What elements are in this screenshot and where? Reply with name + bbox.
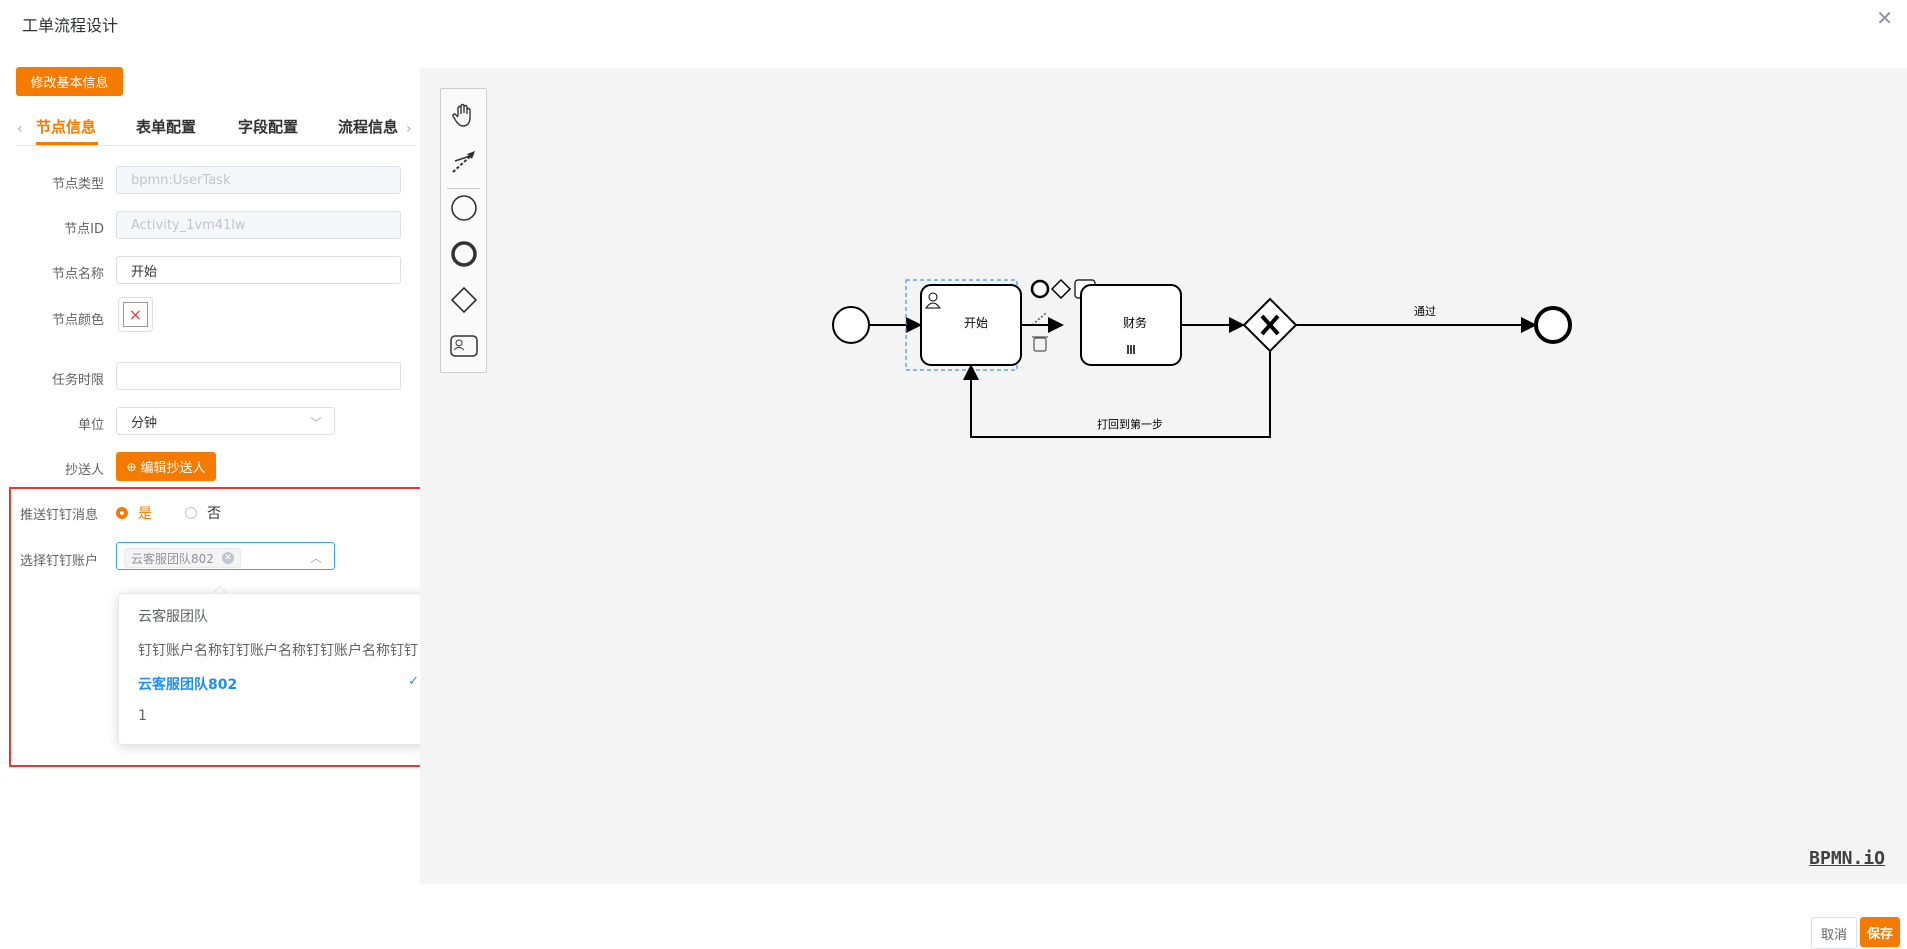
user-task-tool-icon[interactable]: [449, 331, 479, 361]
user-icon: [925, 292, 941, 309]
gateway-x-icon: [1260, 314, 1280, 336]
dropdown-option[interactable]: 1: [138, 708, 147, 724]
node-type-label: 节点类型: [51, 177, 104, 192]
chevron-down-icon: ﹀: [309, 416, 322, 430]
tab-bar: ‹ 节点信息 表单配置 字段配置 流程信息 ›: [16, 112, 416, 146]
time-limit-label: 任务时限: [51, 373, 104, 388]
multi-instance-icon: [1127, 345, 1135, 354]
chevron-up-icon: ︿: [309, 551, 322, 565]
tab-prev-icon[interactable]: ‹: [17, 121, 23, 137]
save-button[interactable]: 保存: [1860, 917, 1900, 947]
bpmn-diagram: [832, 278, 1572, 438]
dropdown-option-selected[interactable]: 云客服团队802: [138, 677, 238, 693]
gateway-tool-icon[interactable]: [449, 285, 479, 315]
push-no-label: 否: [207, 506, 221, 522]
dialog-title: 工单流程设计: [22, 16, 119, 35]
account-dropdown: 云客服团队 钉钉账户名称钉钉账户名称钉钉账户名称钉钉 云客服团队802 ✓ 1: [118, 593, 440, 745]
node-id-field: Activity_1vm41lw: [116, 211, 401, 239]
unit-select[interactable]: 分钟 ﹀: [116, 407, 335, 435]
start-event[interactable]: [832, 306, 870, 344]
trash-icon[interactable]: [1032, 336, 1048, 352]
check-icon: ✓: [408, 674, 419, 689]
connect-icon[interactable]: [1031, 312, 1047, 326]
flow-back[interactable]: [963, 351, 1271, 438]
global-connect-tool-icon[interactable]: [449, 146, 479, 176]
unit-select-value: 分钟: [131, 415, 158, 431]
node-id-label: 节点ID: [64, 222, 104, 237]
dingtalk-account-select[interactable]: 云客服团队802 ✕ ︿: [116, 542, 335, 570]
empty-color-icon: ×: [123, 302, 148, 327]
node-name-input[interactable]: 开始: [116, 256, 401, 284]
push-yes-radio[interactable]: 是: [116, 503, 152, 523]
tab-next-icon[interactable]: ›: [406, 121, 412, 137]
cc-label: 抄送人: [64, 463, 104, 478]
palette-divider: [447, 188, 480, 189]
node-type-field: bpmn:UserTask: [116, 166, 401, 194]
flow-back-label: 打回到第一步: [1097, 418, 1163, 431]
plus-circle-icon: ⊕: [126, 459, 137, 474]
tab-form-config[interactable]: 表单配置: [136, 118, 197, 136]
task-finance-label: 财务: [1123, 316, 1148, 330]
selected-account-tag-label: 云客服团队802: [131, 551, 214, 566]
dropdown-option[interactable]: 云客服团队: [138, 609, 208, 625]
node-color-picker[interactable]: ×: [118, 297, 153, 332]
edit-basic-info-button[interactable]: 修改基本信息: [16, 67, 123, 96]
task-start-label: 开始: [964, 316, 989, 330]
append-gateway-icon[interactable]: [1050, 278, 1072, 300]
edit-cc-button[interactable]: ⊕ 编辑抄送人: [116, 452, 216, 481]
flow-pass-label: 通过: [1414, 305, 1436, 318]
dingtalk-account-label: 选择钉钉账户: [20, 554, 99, 569]
tag-close-icon[interactable]: ✕: [221, 552, 234, 564]
push-no-radio[interactable]: 否: [185, 503, 221, 523]
tab-process-info[interactable]: 流程信息: [338, 118, 399, 136]
unit-label: 单位: [77, 418, 104, 433]
node-name-label: 节点名称: [51, 267, 104, 282]
close-icon[interactable]: ✕: [1876, 6, 1893, 30]
radio-unchecked-icon: [185, 507, 197, 519]
push-yes-label: 是: [138, 506, 152, 522]
push-dingtalk-label: 推送钉钉消息: [20, 508, 99, 523]
end-event[interactable]: [1534, 306, 1572, 344]
tab-field-config[interactable]: 字段配置: [238, 118, 299, 136]
edit-cc-button-label: 编辑抄送人: [140, 461, 206, 476]
append-end-event-icon[interactable]: [1030, 279, 1050, 299]
dropdown-option[interactable]: 钉钉账户名称钉钉账户名称钉钉账户名称钉钉: [138, 643, 418, 659]
start-event-tool-icon[interactable]: [449, 193, 479, 223]
cancel-button[interactable]: 取消: [1811, 917, 1857, 949]
selected-account-tag: 云客服团队802 ✕: [124, 548, 241, 568]
bpmn-io-logo[interactable]: BPMN.iO: [1809, 848, 1885, 869]
radio-checked-icon: [116, 507, 128, 519]
bpmn-palette: [440, 88, 487, 373]
tab-node-info[interactable]: 节点信息: [36, 118, 97, 136]
end-event-tool-icon[interactable]: [449, 239, 479, 269]
hand-tool-icon[interactable]: [449, 100, 479, 130]
node-color-label: 节点颜色: [51, 313, 104, 328]
time-limit-input[interactable]: [116, 362, 401, 390]
bpmn-canvas[interactable]: [420, 68, 1907, 884]
tab-active-indicator: [36, 142, 98, 145]
